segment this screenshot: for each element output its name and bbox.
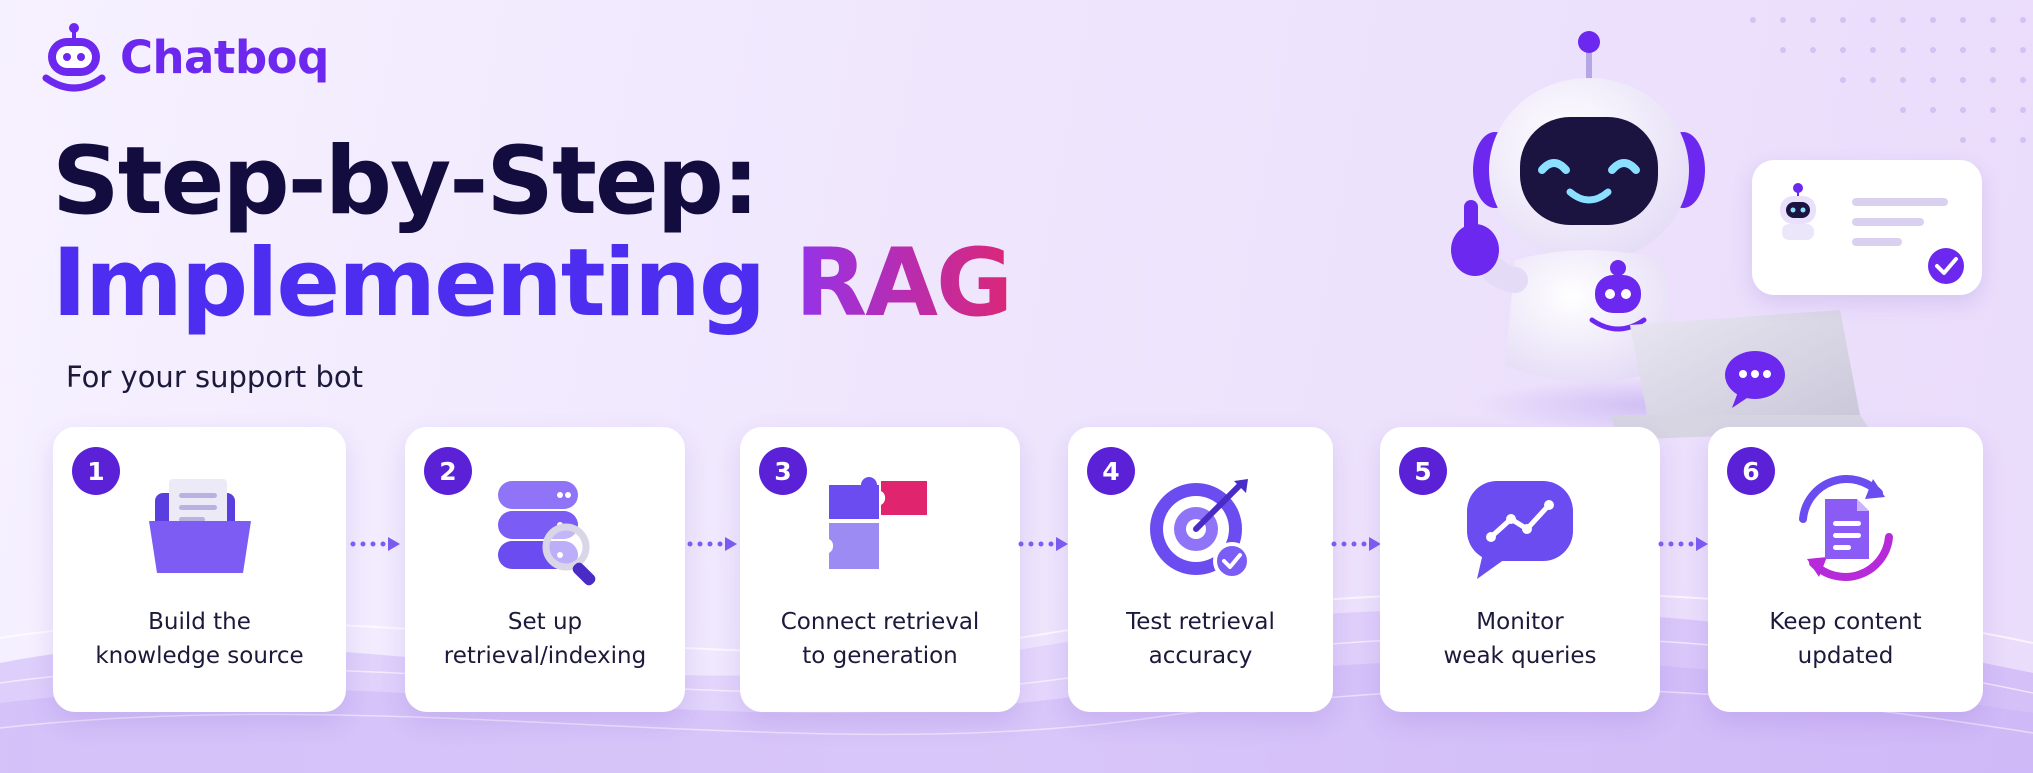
database-search-icon <box>480 463 610 593</box>
step-card-6: 6 Keep content updated <box>1708 427 1983 712</box>
dotted-arrow-icon <box>1658 537 1708 551</box>
title-line-2: Implementing RAG <box>52 229 1013 338</box>
step-label: Set up retrieval/indexing <box>443 609 647 669</box>
step-card-2: 2 Set up retrieval/indexing <box>405 427 685 712</box>
step-number-badge: 1 <box>72 447 120 495</box>
step-label: Test retrieval accuracy <box>1126 609 1275 669</box>
chatbot-logo-icon <box>42 23 106 92</box>
dotted-arrow-icon <box>1331 537 1381 551</box>
step-number-badge: 5 <box>1399 447 1447 495</box>
target-icon <box>1136 463 1266 593</box>
step-number-badge: 3 <box>759 447 807 495</box>
chat-preview-card <box>1738 160 1982 295</box>
title-line-1: Step-by-Step: <box>52 127 760 236</box>
title-rag: RAG <box>794 229 1013 338</box>
brand-name: Chatboq <box>120 30 329 84</box>
puzzle-icon <box>815 463 945 593</box>
step-label: Build the knowledge source <box>95 609 304 669</box>
title-implementing: Implementing <box>52 229 795 338</box>
step-card-1: 1 Build the knowledge source <box>53 427 346 712</box>
step-number-badge: 4 <box>1087 447 1135 495</box>
dotted-arrow-icon <box>1018 537 1068 551</box>
subtitle: For your support bot <box>66 360 364 394</box>
step-label: Keep content updated <box>1769 609 1922 669</box>
folder-icon <box>135 463 265 593</box>
dotted-arrow-icon <box>350 537 400 551</box>
robot-mascot-illustration <box>1451 31 1870 440</box>
step-number-badge: 6 <box>1727 447 1775 495</box>
dotted-arrow-icon <box>687 537 737 551</box>
page-title: Step-by-Step: Implementing RAG <box>52 127 1013 338</box>
brand-logo: Chatboq <box>42 22 329 92</box>
step-card-5: 5 Monitor weak queries <box>1380 427 1660 712</box>
step-number-badge: 2 <box>424 447 472 495</box>
step-label: Connect retrieval to generation <box>780 609 980 669</box>
step-card-4: 4 Test retrieval accuracy <box>1068 427 1333 712</box>
refresh-document-icon <box>1781 463 1911 593</box>
chart-bubble-icon <box>1455 463 1585 593</box>
step-label: Monitor weak queries <box>1443 609 1597 669</box>
chat-preview-illustration <box>1738 183 1964 284</box>
step-card-3: 3 Connect retrieval to generation <box>740 427 1020 712</box>
decorative-dot-grid <box>1750 17 2026 143</box>
